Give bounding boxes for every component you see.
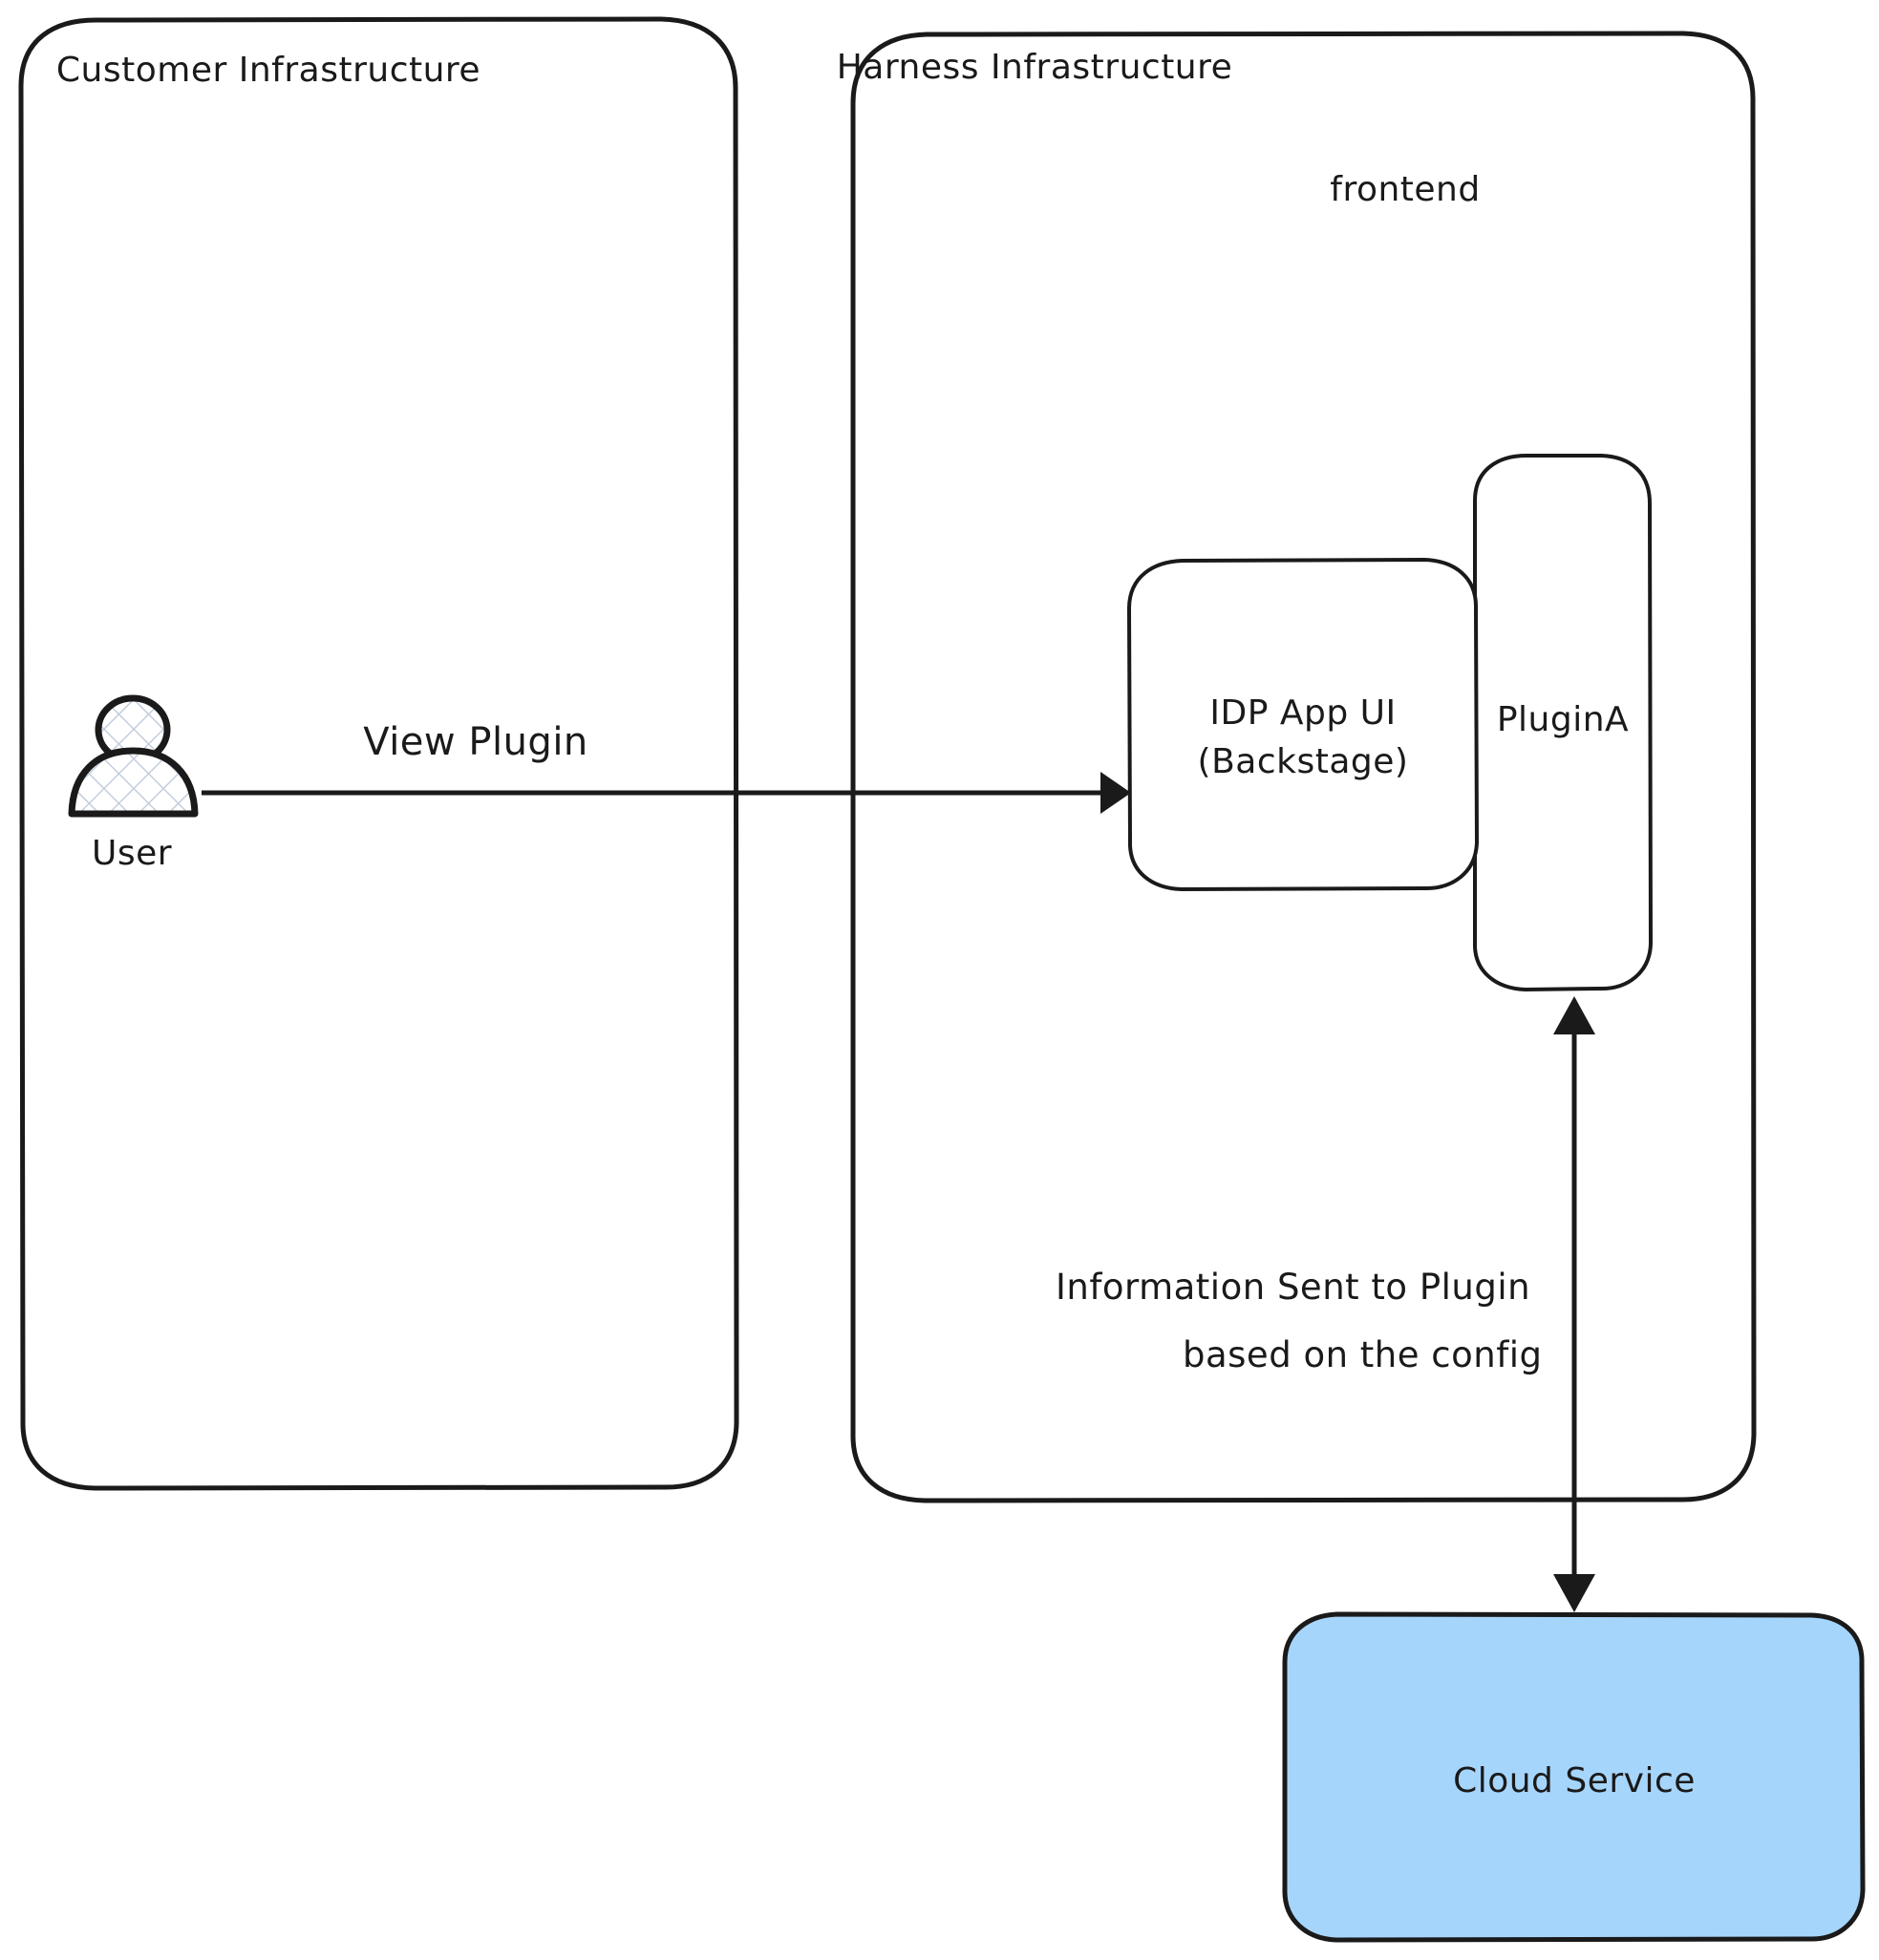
node-plugin-a[interactable]: PluginA (1472, 454, 1653, 991)
edge-information-sent-to-plugin: Information Sent to Plugin based on the … (1056, 996, 1595, 1612)
container-frontend-title: frontend (1330, 170, 1480, 209)
user-actor-icon (68, 694, 199, 818)
container-harness-infrastructure: Harness Infrastructure frontend (837, 31, 1757, 1503)
node-cloud-service-label: Cloud Service (1453, 1761, 1696, 1800)
container-customer-infrastructure-title: Customer Infrastructure (56, 51, 480, 90)
edge-view-plugin-label: View Plugin (363, 720, 588, 764)
node-idp-app-ui-label-line2: (Backstage) (1198, 742, 1409, 781)
node-idp-app-ui-label-line1: IDP App UI (1209, 693, 1396, 733)
edge-information-sent-label-line2: based on the config (1183, 1334, 1543, 1375)
node-cloud-service[interactable]: Cloud Service (1282, 1611, 1866, 1943)
node-idp-app-ui[interactable]: IDP App UI (Backstage) (1127, 558, 1479, 891)
edge-view-plugin: View Plugin (202, 720, 1131, 814)
arrow-head-up-icon (1553, 996, 1595, 1034)
arrow-head-right-icon (1100, 772, 1131, 814)
node-user-actor-label: User (92, 834, 172, 873)
arrow-head-down-icon (1553, 1574, 1595, 1612)
container-customer-infrastructure: Customer Infrastructure (18, 16, 739, 1491)
container-harness-infrastructure-title: Harness Infrastructure (837, 48, 1233, 87)
node-plugin-a-label: PluginA (1497, 700, 1629, 739)
edge-information-sent-label-line1: Information Sent to Plugin (1056, 1267, 1530, 1308)
node-user-actor[interactable]: User (68, 694, 199, 873)
